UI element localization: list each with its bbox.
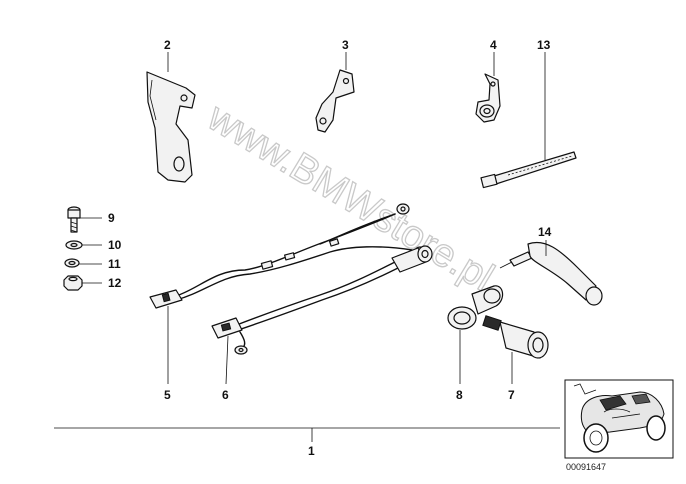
part-11-spring-washer[interactable]: [64, 258, 80, 268]
part-number-label: 00091647: [566, 462, 606, 472]
callout-10: 10: [108, 238, 122, 252]
motorcycle-thumbnail[interactable]: 00091647: [564, 379, 674, 472]
part-2-bracket[interactable]: [146, 71, 196, 183]
part-8-socket-cap[interactable]: [447, 285, 504, 330]
part-4-bracket[interactable]: [475, 73, 501, 123]
part-13-cable-tie[interactable]: [480, 151, 577, 189]
callout-1: 1: [308, 444, 315, 458]
callout-11: 11: [108, 257, 121, 271]
part-9-screw[interactable]: [67, 206, 81, 233]
callout-13: 13: [537, 38, 551, 52]
callout-14: 14: [538, 225, 552, 239]
part-6-cable-socket[interactable]: [211, 245, 433, 355]
callout-2: 2: [164, 38, 171, 52]
part-5-wiring-harness[interactable]: [149, 203, 426, 309]
part-10-washer[interactable]: [65, 240, 83, 250]
callout-7: 7: [508, 388, 515, 402]
leader-6: [225, 335, 229, 385]
watermark-text: www.BMWstore.pl: [200, 94, 502, 299]
callout-3: 3: [342, 38, 349, 52]
callout-8: 8: [456, 388, 463, 402]
callout-4: 4: [490, 38, 497, 52]
part-12-nut[interactable]: [63, 275, 83, 291]
callout-6: 6: [222, 388, 229, 402]
part-7-power-socket[interactable]: [482, 315, 549, 359]
part-3-bracket[interactable]: [315, 69, 355, 133]
callout-9: 9: [108, 211, 115, 225]
part-14-plug[interactable]: [499, 241, 603, 306]
callout-5: 5: [164, 388, 171, 402]
callout-12: 12: [108, 276, 122, 290]
